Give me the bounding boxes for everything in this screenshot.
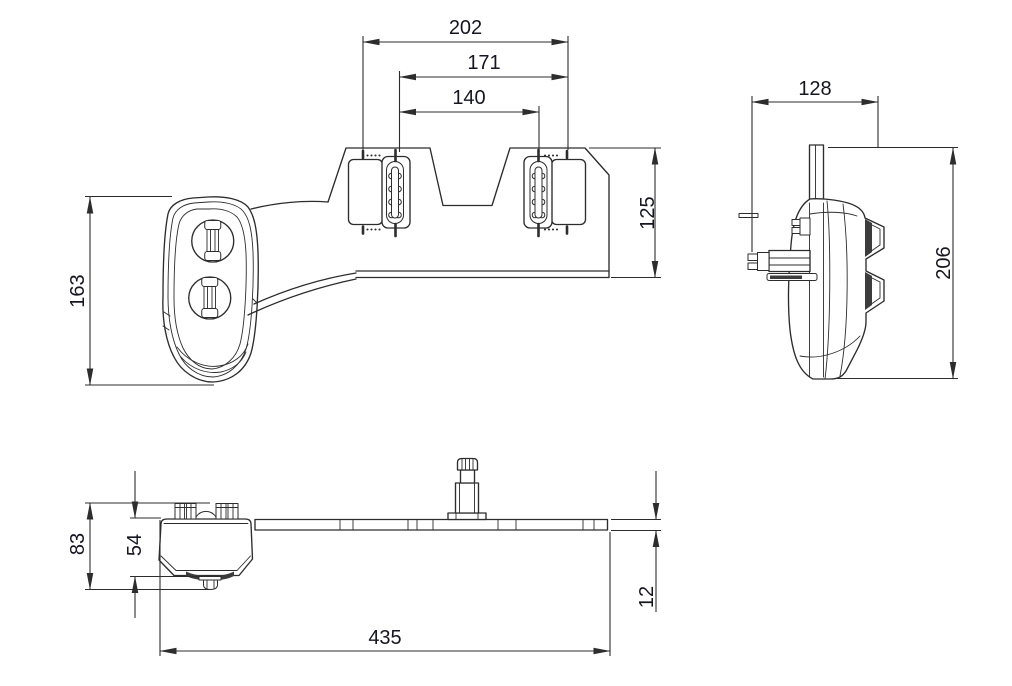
dim-54: 54 <box>124 471 210 618</box>
upper-wedge-shading <box>865 219 872 257</box>
dim-171-label: 171 <box>467 52 500 74</box>
left-mount-dots <box>366 154 381 231</box>
side-view-dimensions: 128 206 <box>751 78 958 380</box>
lower-wedge-inner <box>865 274 881 308</box>
stem-right-body <box>215 503 239 520</box>
dim-128: 128 <box>751 78 879 252</box>
inlet-bar-lines <box>768 257 811 266</box>
connecting-arm <box>247 200 357 316</box>
inlet-lower-tab-shading <box>770 275 802 279</box>
water-inlet-connector <box>747 249 818 281</box>
upper-knob-bottom-cap <box>204 251 222 261</box>
plate-outline <box>327 147 610 279</box>
lower-knob-wedge <box>865 272 881 310</box>
valve-inner-lines <box>160 523 251 571</box>
panel-outer-outline <box>162 196 259 383</box>
lower-knob-bottom-cap <box>201 308 219 318</box>
valve-body <box>158 503 254 590</box>
lower-wedge-shading <box>865 272 872 310</box>
upper-knob-top-cap <box>204 220 222 230</box>
dim-206-label: 206 <box>933 246 955 279</box>
panel-mid-outline <box>167 201 254 378</box>
arm-top-curve <box>250 200 329 210</box>
nozzle-base-flange <box>447 512 487 521</box>
upper-knob-shaft <box>206 229 219 252</box>
upper-knob-wedge <box>865 219 881 257</box>
upper-wedge-inner <box>865 221 881 255</box>
lower-knob-shaft <box>203 286 216 309</box>
nozzle-tip-rod <box>738 213 759 218</box>
outlet-spout <box>203 579 218 590</box>
valve-outline <box>158 518 254 577</box>
front-view: 202 171 140 163 125 <box>67 17 661 386</box>
dim-163: 163 <box>67 195 214 386</box>
nozzle-knurl-lines <box>461 458 474 471</box>
dim-83: 83 <box>67 502 210 591</box>
dial-stem-left <box>174 503 197 520</box>
nozzle-neck <box>459 469 476 484</box>
inlet-nut-lower <box>747 262 758 270</box>
arm-bottom-curves <box>247 272 357 316</box>
dim-125: 125 <box>589 147 661 279</box>
dim-12-label: 12 <box>636 586 658 608</box>
nozzle-shaft <box>454 482 480 514</box>
plate-seams <box>339 519 595 531</box>
bottom-view-dimensions: 83 54 12 435 <box>67 471 661 656</box>
side-plate-bar <box>808 144 825 204</box>
dim-140: 140 <box>399 87 540 152</box>
front-view-dimensions: 202 171 140 163 125 <box>67 17 661 386</box>
side-face-creases <box>799 200 861 380</box>
right-slot-slit <box>534 166 543 219</box>
right-mount-pad <box>550 158 587 226</box>
right-mount-dots <box>543 154 559 231</box>
panel-inner-outline <box>173 208 247 370</box>
dim-202-label: 202 <box>449 17 482 39</box>
stem-left-body <box>174 503 197 520</box>
mounting-plate <box>327 147 610 279</box>
inlet-nut-upper <box>747 253 758 261</box>
tab-body <box>799 217 811 236</box>
tee-connector-nozzle <box>447 457 487 521</box>
left-slot-slit <box>391 166 399 219</box>
upper-dial <box>191 219 235 263</box>
dim-12: 12 <box>611 471 661 612</box>
stem-left-facets <box>174 503 197 520</box>
left-mount-pins <box>361 148 397 238</box>
dim-128-label: 128 <box>798 78 831 100</box>
dim-435: 435 <box>159 520 611 656</box>
inlet-bar <box>768 249 811 273</box>
right-bolt-mount <box>523 148 587 238</box>
panel-bottom-arcs <box>176 343 249 373</box>
inlet-fitting <box>757 252 770 271</box>
nozzle-knurled-cap <box>456 457 479 471</box>
valve-top-arc <box>195 510 217 518</box>
dim-54-label: 54 <box>124 534 146 556</box>
nozzle-base-feet <box>455 512 479 520</box>
bottom-view: 83 54 12 435 <box>67 457 661 656</box>
left-bolt-mount <box>347 148 411 238</box>
lower-knob-top-cap <box>201 277 219 287</box>
right-mount-pins <box>537 148 569 238</box>
dial-stem-right <box>215 503 239 520</box>
dim-140-label: 140 <box>452 87 485 109</box>
seat-plate <box>254 518 609 531</box>
outlet-spout-lines <box>206 579 215 589</box>
left-mount-pad <box>347 158 384 226</box>
dim-435-label: 435 <box>368 627 401 649</box>
plate-bottom-edges <box>355 270 610 279</box>
stem-right-facets <box>215 503 239 520</box>
lower-dial <box>188 276 232 320</box>
control-panel <box>162 196 259 383</box>
dim-83-label: 83 <box>67 533 89 555</box>
dim-163-label: 163 <box>67 274 89 307</box>
dim-125-label: 125 <box>637 196 659 229</box>
nozzle-shaft-lines <box>459 482 475 514</box>
side-view: 128 206 <box>738 78 958 380</box>
dim-206: 206 <box>828 146 958 380</box>
dim-202: 202 <box>362 17 569 151</box>
